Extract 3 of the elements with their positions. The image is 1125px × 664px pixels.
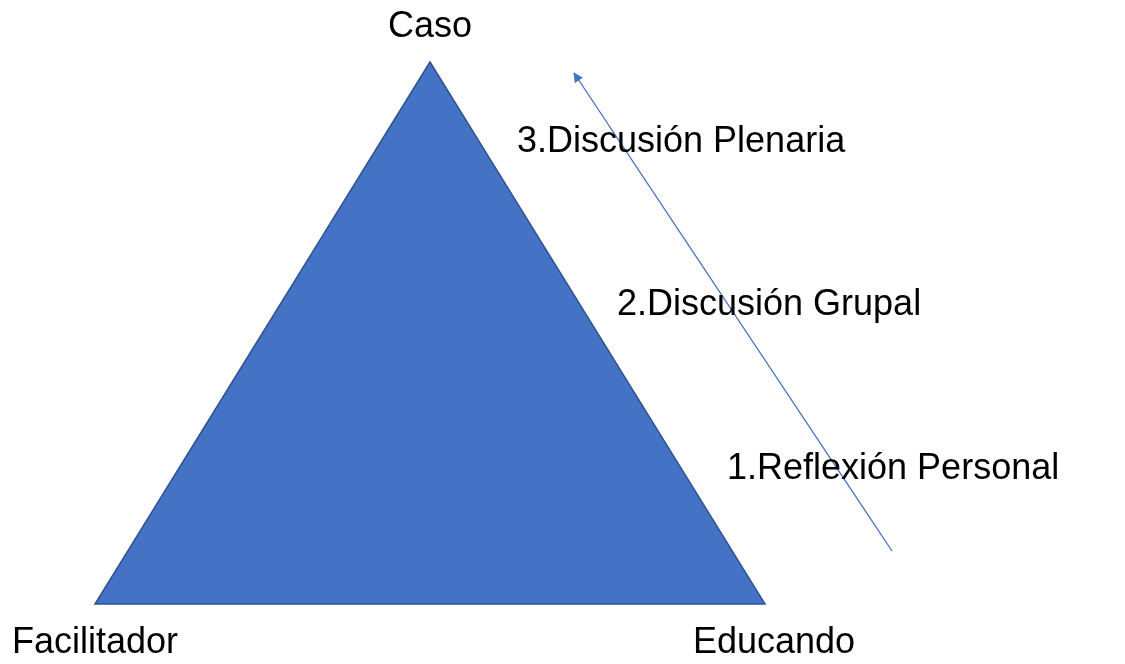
vertex-label: Facilitador — [12, 620, 179, 662]
vertex-label: Educando — [693, 620, 856, 662]
vertex-label: Caso — [388, 4, 473, 46]
